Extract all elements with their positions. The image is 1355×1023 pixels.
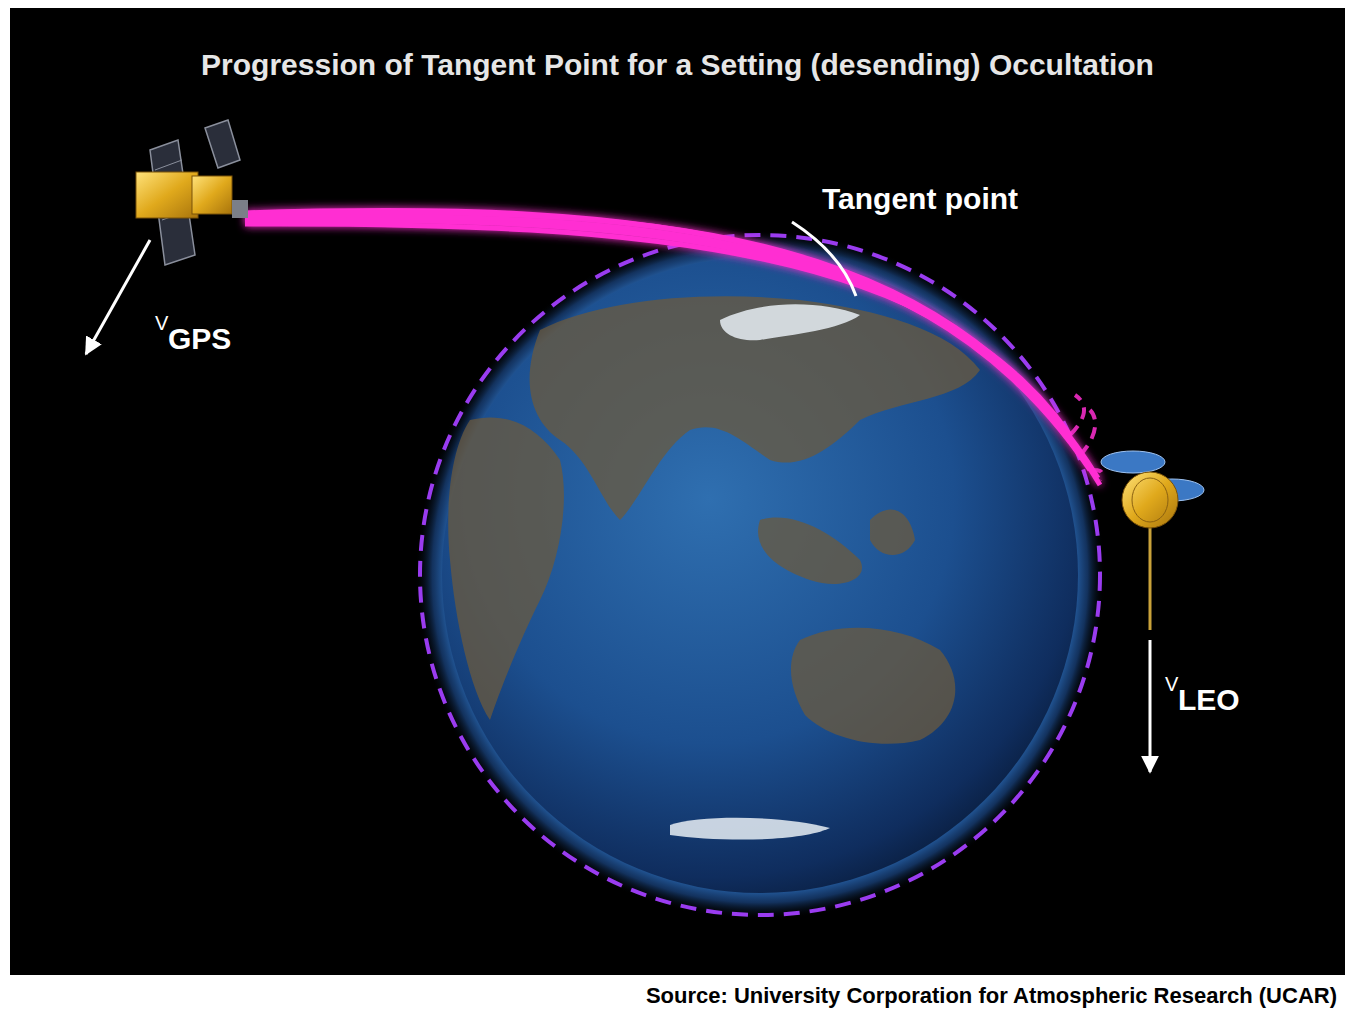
figure-title: Progression of Tangent Point for a Setti… <box>0 48 1355 82</box>
space-background <box>10 8 1345 975</box>
clouds <box>670 304 860 839</box>
ray-continuations <box>1070 395 1102 480</box>
gps-signal-rays <box>245 210 1100 485</box>
source-caption: Source: University Corporation for Atmos… <box>646 983 1337 1009</box>
tangent-point-path <box>792 222 856 296</box>
velocity-subscript: LEO <box>1178 683 1240 717</box>
atmosphere-glow <box>415 230 1105 920</box>
velocity-subscript: GPS <box>168 322 231 356</box>
gps-satellite <box>136 120 248 265</box>
leo-velocity-arrow <box>1149 640 1152 772</box>
velocity-symbol: V <box>1165 673 1178 696</box>
velocity-symbol: V <box>155 312 168 335</box>
gps-velocity-arrow <box>86 240 150 354</box>
leo-orbit-dashed <box>420 235 1100 915</box>
continents <box>448 296 980 744</box>
tangent-label: Tangent point <box>822 182 1018 216</box>
leo-satellite <box>1101 451 1204 630</box>
